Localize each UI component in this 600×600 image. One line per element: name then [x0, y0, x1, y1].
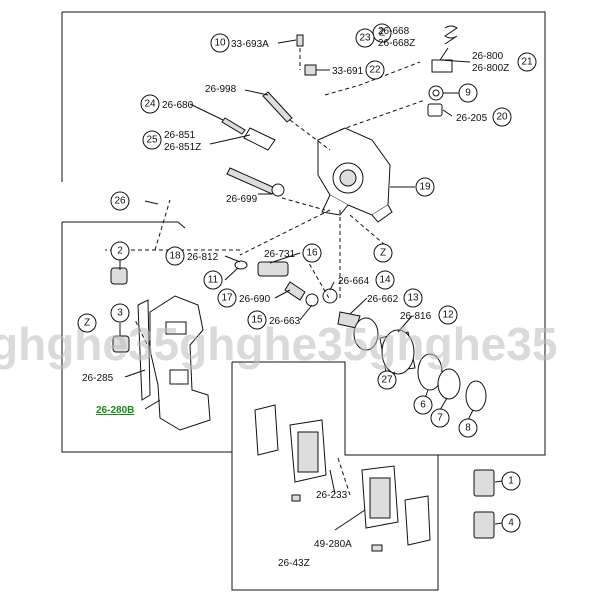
callout-3: 3 [110, 303, 130, 323]
callout-23: 23 [355, 28, 375, 48]
ref-mark-z-3: Z [77, 313, 97, 333]
callout-circles: 10 22 23 21 9 20 24 25 19 26 2 18 16 11 … [110, 28, 537, 533]
caliper-bracket [149, 295, 211, 431]
svg-text:21: 21 [521, 57, 533, 68]
bracket-spring [137, 299, 151, 401]
diagram-frame [61, 11, 546, 591]
label-33-691: 33-691 [332, 66, 364, 77]
label-26-663: 26-663 [269, 316, 301, 327]
label-49-280A: 49-280A [314, 539, 352, 550]
svg-text:7: 7 [437, 413, 443, 424]
svg-text:8: 8 [465, 423, 471, 434]
label-26-280B-highlighted: 26-280B [96, 405, 134, 416]
callout-6: 6 [413, 395, 433, 415]
ref-mark-z-2: Z [373, 243, 393, 263]
svg-text:17: 17 [221, 293, 233, 304]
label-26-233: 26-233 [316, 490, 348, 501]
svg-text:13: 13 [407, 293, 419, 304]
svg-text:25: 25 [146, 135, 158, 146]
svg-text:22: 22 [369, 65, 381, 76]
callout-13: 13 [403, 288, 423, 308]
piston-group [110, 260, 487, 412]
label-26-285: 26-285 [82, 373, 114, 384]
label-26-43Z: 26-43Z [278, 558, 310, 569]
label-26-812: 26-812 [187, 252, 219, 263]
label-26-668: 26-668 [378, 26, 410, 37]
svg-text:14: 14 [379, 275, 391, 286]
svg-text:15: 15 [251, 315, 263, 326]
label-33-693A: 33-693A [231, 39, 269, 50]
svg-text:3: 3 [117, 308, 123, 319]
callout-25: 25 [142, 130, 162, 150]
callout-11: 11 [203, 270, 223, 290]
upper-right-parts [427, 25, 458, 117]
callout-20: 20 [492, 107, 512, 127]
brake-pads-group [254, 404, 495, 552]
label-26-664: 26-664 [338, 276, 370, 287]
ref-mark-z-text: Z [379, 28, 385, 39]
label-26-851: 26-851 [164, 130, 196, 141]
svg-text:4: 4 [508, 518, 514, 529]
callout-8: 8 [458, 418, 478, 438]
callout-18: 18 [165, 246, 185, 266]
dashed-assembly-lines [105, 48, 426, 496]
callout-16: 16 [302, 243, 322, 263]
svg-text:2: 2 [117, 246, 123, 257]
callout-27: 27 [377, 370, 397, 390]
svg-text:23: 23 [359, 33, 371, 44]
svg-text:11: 11 [208, 275, 219, 286]
callout-12: 12 [438, 305, 458, 325]
callout-9: 9 [458, 83, 478, 103]
label-26-680: 26-680 [162, 100, 194, 111]
callout-17: 17 [217, 288, 237, 308]
svg-text:1: 1 [508, 476, 514, 487]
callout-4: 4 [501, 513, 521, 533]
ref-mark-z-text: Z [380, 248, 386, 259]
svg-text:18: 18 [169, 251, 181, 262]
callout-2: 2 [110, 241, 130, 261]
svg-text:12: 12 [442, 310, 454, 321]
callout-24: 24 [140, 94, 160, 114]
svg-text:24: 24 [144, 99, 156, 110]
bolts-group [221, 34, 317, 197]
label-26-800Z: 26-800Z [472, 63, 509, 74]
callout-22: 22 [365, 60, 385, 80]
svg-text:9: 9 [465, 88, 471, 99]
callout-19: 19 [415, 177, 435, 197]
ref-mark-z-text: Z [84, 318, 90, 329]
caliper-body [317, 127, 393, 223]
svg-text:16: 16 [306, 248, 318, 259]
label-26-998: 26-998 [205, 84, 237, 95]
svg-text:6: 6 [420, 400, 426, 411]
svg-text:19: 19 [419, 182, 431, 193]
leader-lines [119, 39, 503, 531]
callout-26: 26 [110, 191, 130, 211]
svg-text:10: 10 [214, 38, 226, 49]
label-26-699: 26-699 [226, 194, 258, 205]
label-26-800: 26-800 [472, 51, 504, 62]
callout-21: 21 [517, 52, 537, 72]
label-26-668Z: 26-668Z [378, 38, 415, 49]
label-26-662: 26-662 [367, 294, 399, 305]
label-26-690: 26-690 [239, 294, 271, 305]
svg-text:20: 20 [496, 112, 508, 123]
callout-10: 10 [210, 33, 230, 53]
label-26-205: 26-205 [456, 113, 488, 124]
callout-14: 14 [375, 270, 395, 290]
label-26-731: 26-731 [264, 249, 296, 260]
svg-text:27: 27 [381, 375, 393, 386]
label-26-851Z: 26-851Z [164, 142, 201, 153]
callout-15: 15 [247, 310, 267, 330]
callout-7: 7 [430, 408, 450, 428]
svg-text:26: 26 [114, 196, 126, 207]
label-26-816: 26-816 [400, 311, 432, 322]
callout-1: 1 [501, 471, 521, 491]
callout-labels: 33-693A 33-691 26-668 26-668Z 26-800 26-… [82, 26, 509, 569]
